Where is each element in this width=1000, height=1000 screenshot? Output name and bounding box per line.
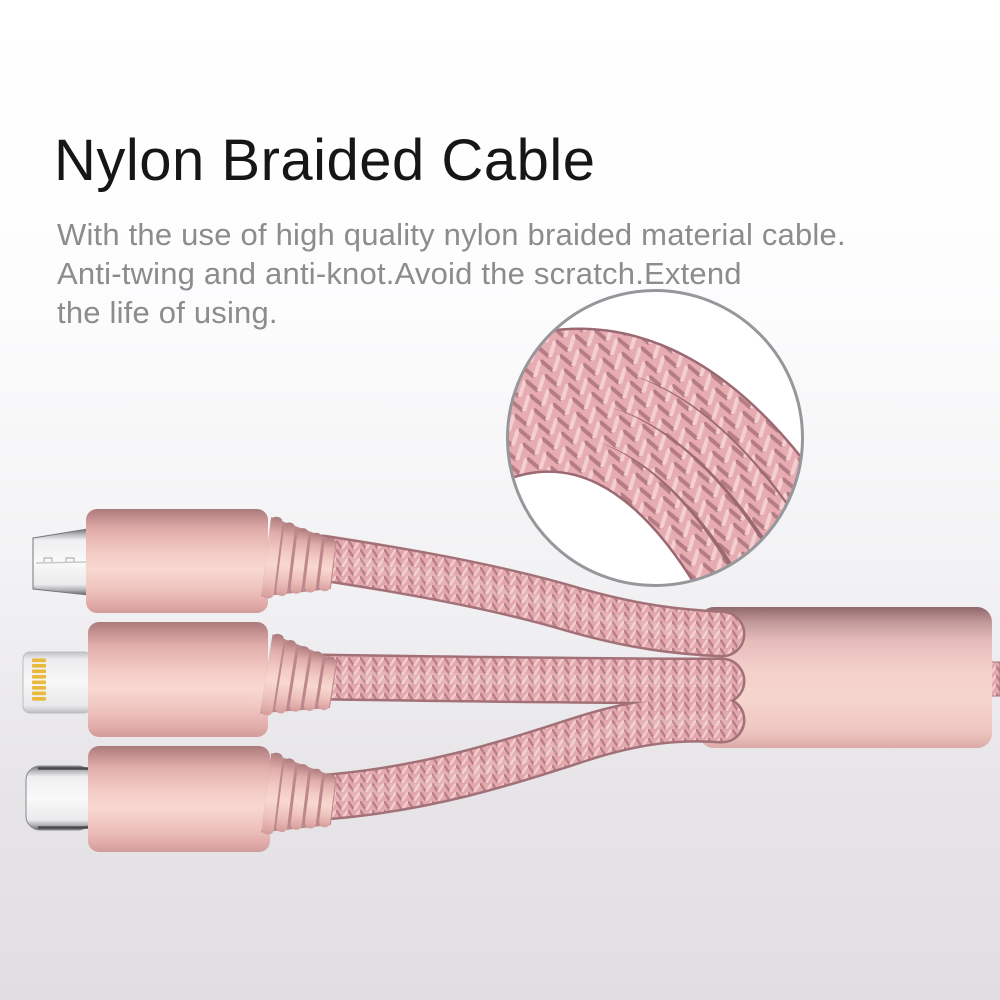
lightning-connector	[22, 622, 340, 737]
connector-shell	[86, 509, 268, 613]
usb-c-connector	[25, 746, 339, 852]
marketing-copy: Nylon Braided Cable With the use of high…	[54, 128, 954, 332]
usb-c-plug-tip	[25, 765, 93, 831]
description-line-3: the life of using.	[57, 294, 278, 330]
junction-hub	[699, 607, 1000, 748]
braided-texture-closeup	[509, 327, 801, 584]
micro-usb-seam	[35, 561, 87, 564]
braided-cables	[298, 534, 746, 821]
connector-shell	[88, 622, 268, 737]
strain-relief	[260, 633, 340, 725]
strain-relief	[261, 752, 339, 842]
description-line-1: With the use of high quality nylon braid…	[57, 216, 846, 252]
hub-shell	[699, 607, 992, 748]
description-line-2: Anti-twing and anti-knot.Avoid the scrat…	[57, 255, 742, 291]
lightning-gold-pins	[32, 658, 46, 701]
micro-usb-connector	[32, 509, 339, 613]
connector-shell	[88, 746, 270, 852]
strain-relief	[261, 516, 339, 606]
page-title: Nylon Braided Cable	[54, 128, 596, 193]
micro-usb-notches	[43, 557, 75, 562]
usb-c-edge-lines	[38, 767, 90, 829]
zoom-inset-circle	[506, 289, 804, 587]
